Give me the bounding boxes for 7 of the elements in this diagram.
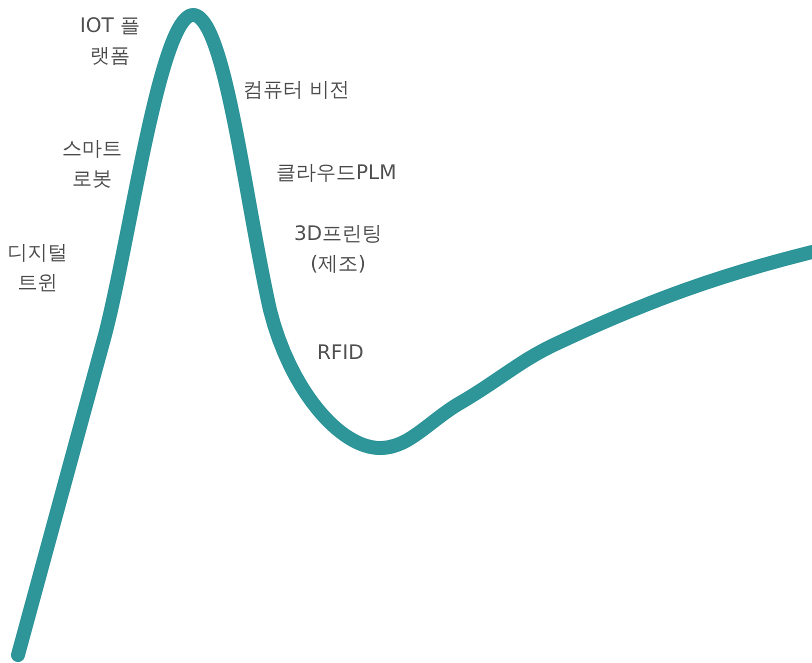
curve-label: 3D프린팅 (제조) (292, 220, 384, 277)
curve-label: 디지털 트윈 (6, 239, 68, 296)
curve-label: 클라우드PLM (276, 159, 396, 186)
curve-label: RFID (317, 339, 364, 366)
curve-label: 컴퓨터 비전 (243, 76, 350, 103)
curve-label: 스마트 로봇 (61, 135, 123, 192)
curve-label: IOT 플랫폼 (78, 12, 142, 69)
